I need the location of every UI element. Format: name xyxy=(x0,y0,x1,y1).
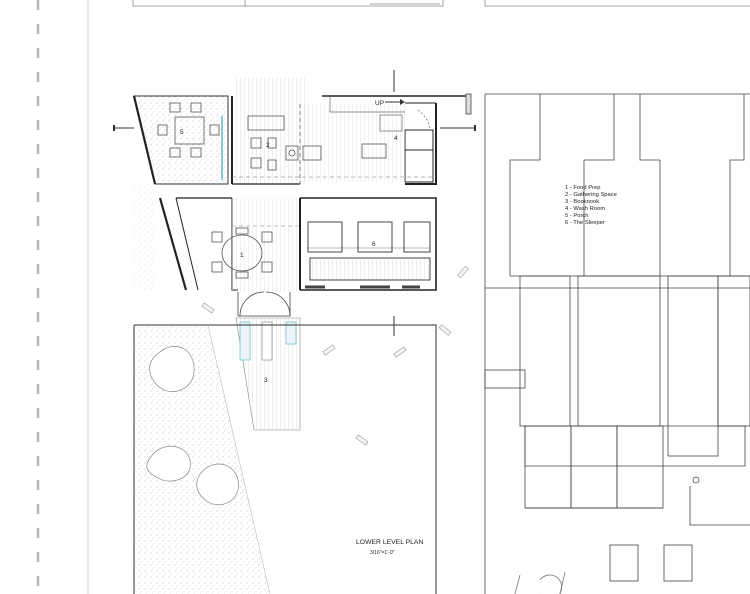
legend-item: 3 - Booknook xyxy=(565,199,599,205)
section-markers xyxy=(113,125,476,336)
entry-ramp-top xyxy=(235,78,307,184)
room-label-2: 2 xyxy=(266,142,270,149)
up-label: UP xyxy=(375,100,384,107)
wash-room-fixtures xyxy=(329,96,431,132)
porch-area xyxy=(132,95,229,290)
plan-title: LOWER LEVEL PLAN xyxy=(356,539,423,546)
sleeper-beds xyxy=(305,221,431,289)
legend-item: 2 - Gathering Space xyxy=(565,192,617,198)
legend-item: 1 - Food Prep xyxy=(565,185,600,191)
legend-item: 4 - Wash Room xyxy=(565,206,605,212)
booknook-deck xyxy=(235,317,301,431)
room-legend: 1 - Food Prep 2 - Gathering Space 3 - Bo… xyxy=(565,185,617,226)
food-prep-floor xyxy=(232,198,300,292)
room-label-5: 5 xyxy=(180,129,184,136)
neighbor-building-lower xyxy=(484,275,750,594)
up-stair-indicator xyxy=(385,70,405,105)
entry-doors xyxy=(237,291,291,317)
room-label-4: 4 xyxy=(394,135,398,142)
food-prep-table xyxy=(211,227,273,279)
porch-table xyxy=(157,102,220,158)
plan-scale: 3/16"=1'-0" xyxy=(370,550,395,556)
neighbor-building-roof xyxy=(484,93,750,594)
gathering-furniture xyxy=(221,115,387,180)
room-label-1: 1 xyxy=(240,252,244,259)
room-label-6: 6 xyxy=(372,241,376,248)
gathering-floor xyxy=(300,104,405,182)
legend-item: 5 - Porch xyxy=(565,213,589,219)
legend-item: 6 - The Sleeper xyxy=(565,220,605,226)
lower-landscape xyxy=(133,324,437,594)
stepping-stones xyxy=(201,265,469,446)
top-neighbor-fragments xyxy=(132,0,750,7)
room-label-3: 3 xyxy=(264,377,268,384)
